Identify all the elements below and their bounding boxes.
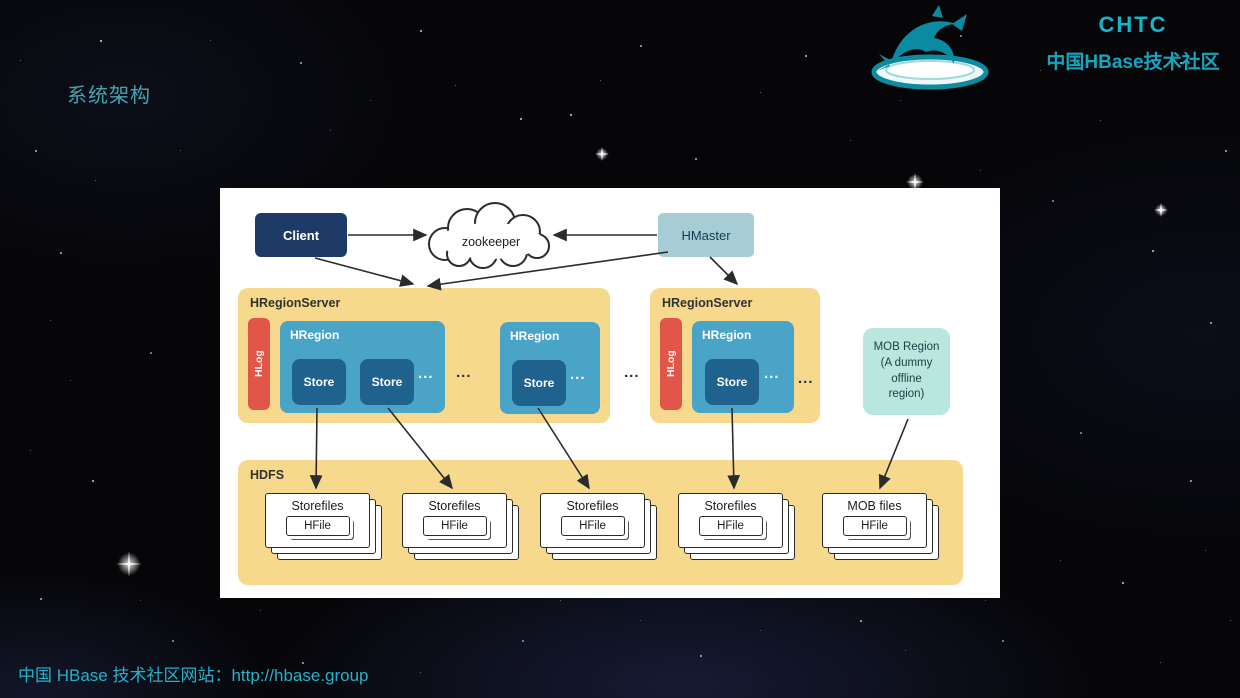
storefiles-stack: Storefiles HFile <box>540 493 657 560</box>
hregion-box: HRegion Store Store ... <box>280 321 445 413</box>
mob-region-box: MOB Region (A dummy offline region) <box>863 328 950 415</box>
zookeeper-label: zookeeper <box>462 235 520 249</box>
more-stores-ellipsis: ... <box>764 365 780 382</box>
stack-sheet: Storefiles HFile <box>265 493 370 548</box>
sparkle-star <box>906 173 924 191</box>
hregion-label: HRegion <box>702 328 752 342</box>
brand-block: CHTC 中国HBase技术社区 <box>1026 12 1240 74</box>
hlog-box: HLog <box>660 318 682 410</box>
hregionserver-2-label: HRegionServer <box>662 296 753 310</box>
starfield-layer-dim <box>0 0 1 1</box>
store-box: Store <box>512 360 566 406</box>
footer-link[interactable]: 中国 HBase 技术社区网站：http://hbase.group <box>18 666 369 685</box>
stack-title: MOB files <box>847 499 902 513</box>
brand-acronym: CHTC <box>1098 12 1168 37</box>
storefiles-stack: Storefiles HFile <box>265 493 382 560</box>
hregion-label: HRegion <box>290 328 340 342</box>
dolphin-logo-icon <box>866 2 1001 97</box>
hmaster-box: HMaster <box>658 213 754 257</box>
storefiles-stack: Storefiles HFile <box>678 493 795 560</box>
more-stores-ellipsis: ... <box>418 365 434 382</box>
storefiles-stack: Storefiles HFile <box>402 493 519 560</box>
hfile-box: HFile <box>422 516 487 536</box>
stack-sheet: Storefiles HFile <box>540 493 645 548</box>
hdfs-label: HDFS <box>250 468 285 482</box>
hregion-box: HRegion Store ... <box>692 321 794 413</box>
stack-title: Storefiles <box>291 499 344 513</box>
hfile-box: HFile <box>285 516 350 536</box>
stack-title: Storefiles <box>704 499 757 513</box>
client-box: Client <box>255 213 347 257</box>
hlog-box: HLog <box>248 318 270 410</box>
hregion-box: HRegion Store ... <box>500 322 600 414</box>
brand-subtitle: 中国HBase技术社区 <box>1046 52 1220 73</box>
sparkle-star <box>116 551 142 577</box>
stack-title: Storefiles <box>428 499 481 513</box>
page-title: 系统架构 <box>67 85 151 107</box>
stack-sheet: MOB files HFile <box>822 493 927 548</box>
more-regions-ellipsis: ... <box>456 364 472 381</box>
hfile-box: HFile <box>560 516 625 536</box>
store-box: Store <box>292 359 346 405</box>
stack-title: Storefiles <box>566 499 619 513</box>
mob-files-stack: MOB files HFile <box>822 493 939 560</box>
hregion-label: HRegion <box>510 329 560 343</box>
hregionserver-2: HRegionServer HLog HRegion Store ... ... <box>650 288 820 423</box>
sparkle-star <box>1154 203 1168 217</box>
sparkle-star <box>595 147 609 161</box>
more-stores-ellipsis: ... <box>570 366 586 383</box>
stack-sheet: Storefiles HFile <box>402 493 507 548</box>
more-regions-ellipsis: ... <box>798 370 814 387</box>
hfile-box: HFile <box>842 516 907 536</box>
architecture-diagram-panel: Client zookeeper HMaster HRegionServer H… <box>220 188 1000 598</box>
hfile-box: HFile <box>698 516 763 536</box>
store-box: Store <box>705 359 759 405</box>
stack-sheet: Storefiles HFile <box>678 493 783 548</box>
zookeeper-cloud: zookeeper <box>415 196 565 279</box>
more-servers-ellipsis: ... <box>624 364 640 381</box>
hregionserver-1-label: HRegionServer <box>250 296 341 310</box>
store-box: Store <box>360 359 414 405</box>
hregionserver-1: HRegionServer HLog HRegion Store Store .… <box>238 288 610 423</box>
